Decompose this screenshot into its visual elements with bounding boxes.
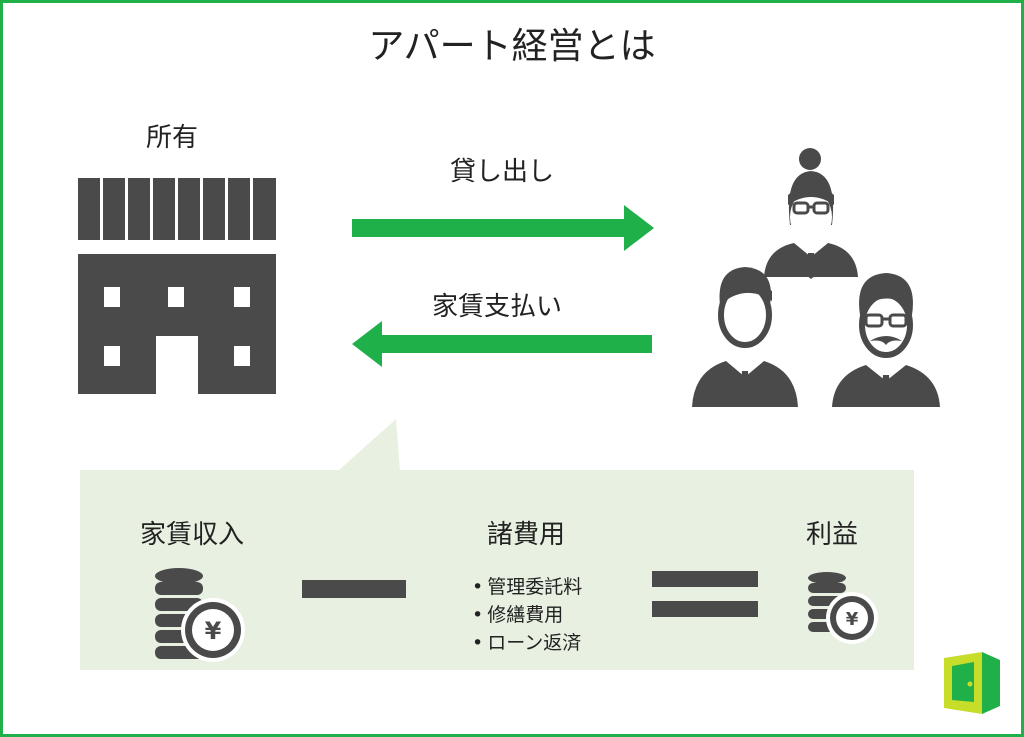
expense-list: 管理委託料 修繕費用 ローン返済 [472, 573, 582, 657]
yen-symbol: ¥ [846, 609, 859, 630]
lend-label: 貸し出し [450, 157, 555, 187]
logo-icon [944, 652, 1000, 714]
tenant-woman-icon [764, 148, 858, 279]
coin-stack-icon: ¥ [155, 568, 245, 662]
equals-sign-bottom [652, 601, 758, 617]
people-icon [692, 148, 940, 407]
lend-arrow [352, 205, 654, 251]
income-label: 家賃収入 [140, 520, 245, 550]
expense-item: 修繕費用 [472, 601, 582, 629]
rent-payment-label: 家賃支払い [432, 292, 563, 322]
building-icon [78, 178, 276, 394]
expense-item: 管理委託料 [472, 573, 582, 601]
yen-symbol: ¥ [205, 617, 222, 645]
expenses-label: 諸費用 [487, 520, 566, 550]
profit-label: 利益 [806, 520, 859, 550]
diagram-title: アパート経営とは [368, 26, 656, 67]
rent-payment-arrow [352, 321, 652, 367]
tenant-mustache-man-icon [832, 273, 940, 407]
equals-sign-top [652, 571, 758, 587]
coin-stack-icon: ¥ [808, 572, 878, 644]
callout-tail [338, 419, 400, 471]
minus-sign [302, 580, 406, 598]
owner-label: 所有 [146, 123, 199, 153]
expense-item: ローン返済 [472, 629, 582, 657]
tenant-man-icon [692, 267, 798, 407]
